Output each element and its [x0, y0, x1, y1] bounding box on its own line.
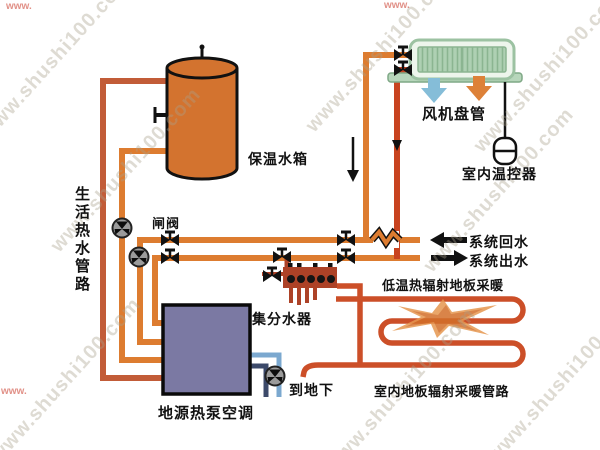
heat-pump-unit	[161, 303, 252, 396]
pump-icon	[264, 365, 286, 387]
water-tank	[153, 44, 239, 181]
gate-valve-icon	[261, 266, 283, 284]
pump-icon	[128, 246, 150, 268]
system-supply-label: 系统出水	[469, 253, 529, 269]
gate-valve-icon	[159, 248, 181, 266]
manifold-unit	[283, 263, 337, 305]
pipe-tank-return	[119, 148, 167, 363]
pipe-fancoil-supply	[363, 52, 412, 241]
gate-valve-icon	[335, 230, 357, 248]
manifold-label: 集分水器	[252, 311, 312, 327]
pipe-coil-feed	[337, 283, 363, 363]
cool-air-arrow-icon	[421, 78, 447, 103]
pipe-fancoil-return	[394, 67, 412, 259]
return-arrow-icon	[430, 232, 467, 248]
pump-icon	[111, 217, 133, 239]
pipe-tank-supply	[100, 78, 167, 381]
down-flow-arrow-icon	[347, 137, 359, 182]
fan-coil-label: 风机盘管	[422, 106, 487, 123]
heat-flash-icon	[392, 299, 497, 338]
floor-heating-coil	[300, 296, 526, 378]
pipe-flow-arrow-icon	[392, 140, 402, 151]
gate-valve-label: 闸阀	[152, 216, 181, 231]
system-return-label: 系统回水	[469, 234, 529, 250]
floor-heating-label: 低温热辐射地板采暖	[382, 278, 504, 293]
domestic-hot-water-label: 生活热水管路	[73, 186, 90, 294]
warm-air-arrow-icon	[466, 76, 492, 101]
floor-pipe-label: 室内地板辐射采暖管路	[374, 384, 510, 399]
to-underground-label: 到地下	[289, 382, 334, 398]
pipe-break-symbol	[369, 226, 403, 250]
gate-valve-icon	[159, 230, 181, 248]
thermostat-label: 室内温控器	[462, 166, 537, 182]
supply-arrow-icon	[431, 250, 468, 266]
pipe-ground-loop-in	[248, 363, 269, 397]
tank-label: 保温水箱	[248, 151, 308, 167]
gate-valve-icon	[335, 248, 357, 266]
heat-pump-label: 地源热泵空调	[158, 405, 255, 422]
pipe-system-return	[137, 237, 420, 345]
thermostat-sensor	[492, 82, 518, 166]
fan-coil-unit	[387, 38, 523, 83]
